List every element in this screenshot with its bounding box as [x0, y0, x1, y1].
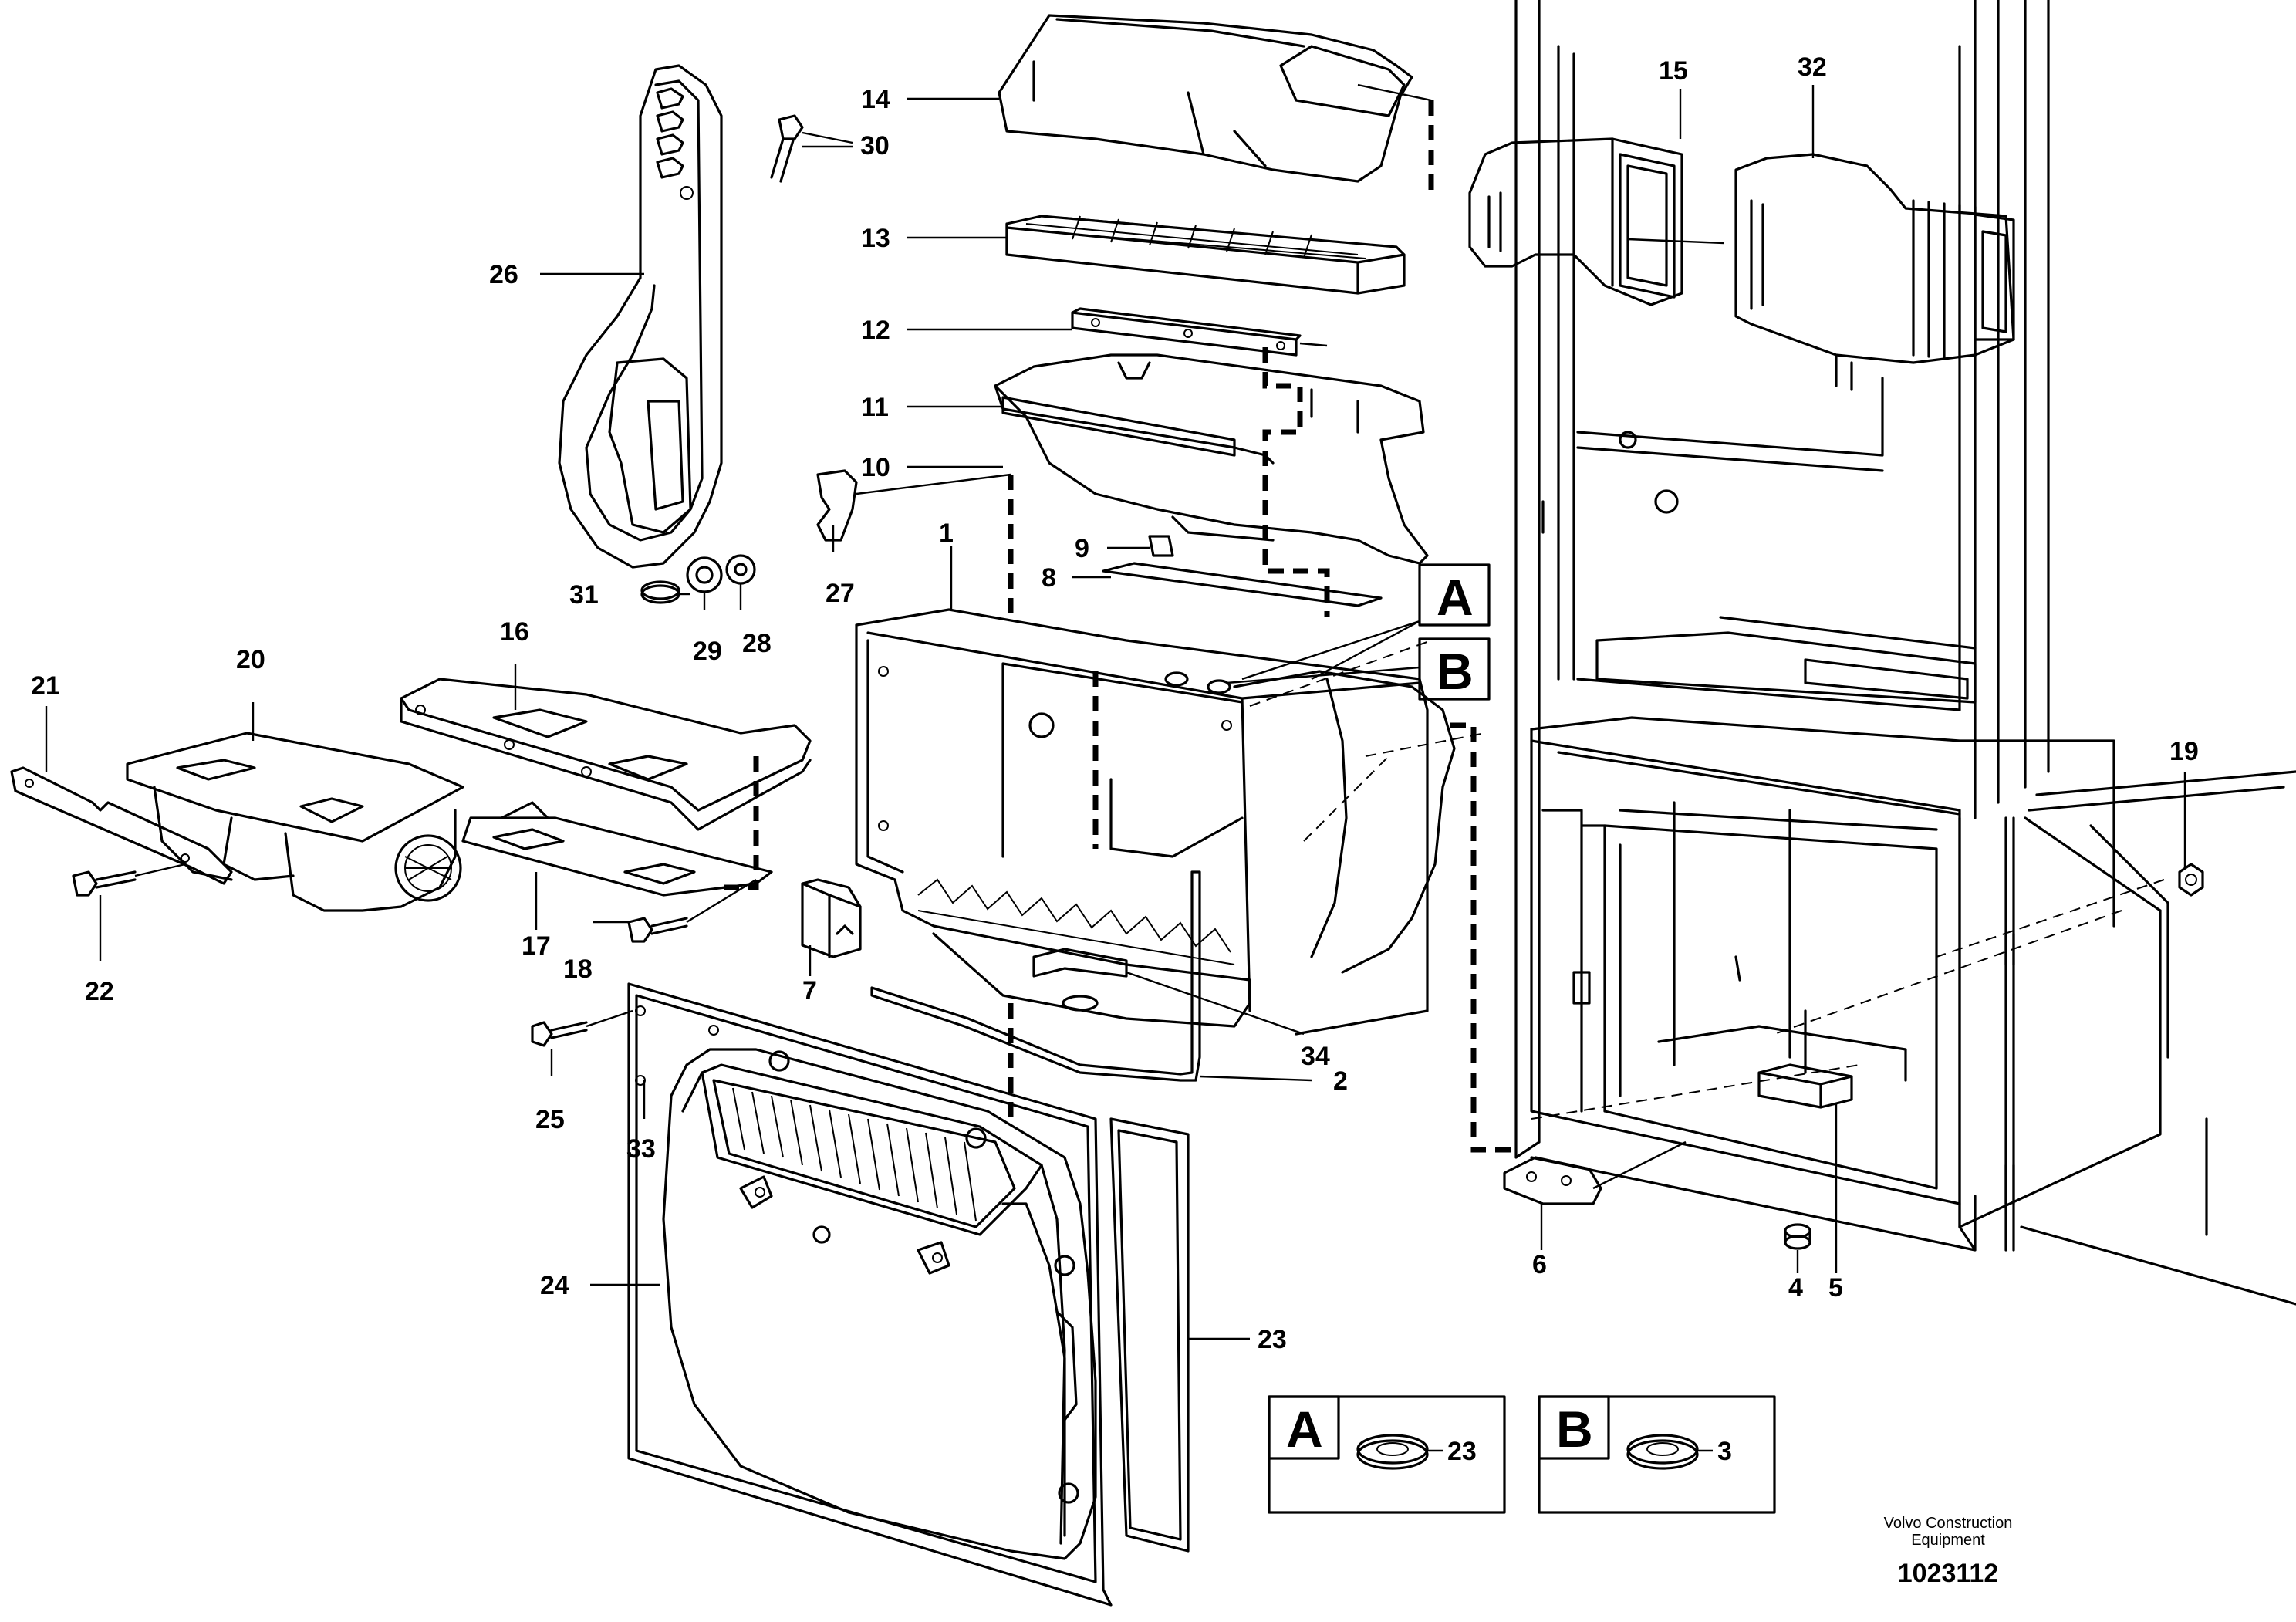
cab-frame [1514, 0, 2296, 1306]
callout-18: 18 [563, 955, 593, 984]
callout-13: 13 [861, 224, 890, 253]
callout-25: 25 [535, 1105, 565, 1134]
part-21-strip [10, 766, 233, 885]
detail-box-b: B 3 [1538, 1395, 1776, 1514]
part-32-bellows-duct [1734, 153, 2015, 391]
part-17-bottom-plate [461, 801, 773, 897]
callout-24: 24 [540, 1271, 569, 1300]
part-29-nut [686, 556, 723, 593]
callout-9: 9 [1075, 534, 1089, 563]
drawing-number: 1023112 [1898, 1559, 1999, 1588]
part-24-front-panel [662, 1048, 1097, 1560]
callout-leader-lines [45, 85, 2186, 1340]
callout-10: 10 [861, 453, 890, 482]
part-28-washer [725, 554, 756, 585]
part-23-gasket [1109, 1117, 1190, 1553]
part-2-hose [870, 870, 1312, 1082]
callout-27: 27 [826, 579, 855, 608]
part-6-bracket [1503, 1140, 1687, 1205]
part-1-heater-box [855, 608, 1456, 1036]
part-31-grommet [640, 580, 680, 604]
part-16-cover-plate [400, 678, 812, 831]
callout-31: 31 [569, 580, 599, 610]
callout-5: 5 [1828, 1273, 1843, 1303]
detail-b-letter: B [1556, 1401, 1593, 1458]
part-33-frame-plate [627, 982, 1113, 1607]
washer-icon [1626, 1439, 1699, 1470]
callout-21: 21 [31, 671, 60, 701]
flag-b-letter: B [1437, 643, 1474, 700]
part-34-seal-strip [1032, 948, 1305, 1036]
callout-1: 1 [939, 519, 954, 548]
part-5-pad [1757, 1009, 1853, 1109]
detail-flag-b: B [1418, 637, 1491, 701]
callout-19: 19 [2169, 737, 2199, 766]
part-12-strip [1071, 307, 1328, 357]
part-11-housing-tray [994, 353, 1429, 565]
callout-30: 30 [860, 131, 890, 161]
callout-6: 6 [1532, 1250, 1547, 1279]
detail-b-part-number: 3 [1717, 1437, 1732, 1466]
callout-4: 4 [1788, 1273, 1803, 1303]
company-name-line1: Volvo Construction [1884, 1515, 2013, 1532]
detail-box-a: A 23 [1268, 1395, 1506, 1514]
part-14-upper-duct-cover [998, 14, 1413, 183]
callout-7: 7 [802, 976, 817, 1005]
callout-11: 11 [861, 393, 889, 422]
callout-32: 32 [1798, 52, 1827, 82]
callout-33: 33 [626, 1134, 656, 1164]
detail-flag-a: A [1418, 563, 1491, 627]
part-20-fan-assembly [126, 732, 464, 912]
drawing-footer: Volvo Construction Equipment 1023112 [1884, 1515, 2013, 1588]
callout-28: 28 [742, 629, 772, 658]
callout-8: 8 [1042, 563, 1056, 593]
callout-14: 14 [861, 85, 890, 114]
washer-icon [1356, 1439, 1429, 1470]
callout-23: 23 [1258, 1325, 1287, 1354]
callout-34: 34 [1301, 1042, 1330, 1071]
part-27-bracket [816, 469, 1011, 542]
company-name-line2: Equipment [1911, 1532, 1985, 1549]
callout-17: 17 [522, 931, 551, 961]
part-8-gasket [1102, 562, 1383, 607]
part-30-screw [770, 114, 853, 183]
callout-26: 26 [489, 260, 518, 289]
part-19-nut [2178, 863, 2204, 897]
part-15-duct-elbow [1357, 83, 1725, 306]
callout-22: 22 [85, 977, 114, 1006]
part-22-screw [72, 863, 186, 897]
part-9-clip [1148, 535, 1174, 557]
callout-numbers: 1 2 4 5 6 7 8 9 10 11 12 13 14 15 16 17 … [31, 52, 2199, 1354]
part-7-block [801, 878, 862, 958]
part-26-side-duct [558, 64, 723, 569]
flag-a-letter: A [1437, 569, 1474, 626]
part-4-grommet [1784, 1223, 1811, 1250]
callout-20: 20 [236, 645, 265, 674]
part-25-screw [531, 1009, 633, 1047]
callout-15: 15 [1659, 56, 1688, 86]
detail-a-letter: A [1286, 1401, 1323, 1458]
part-18-screw [627, 878, 757, 943]
callout-12: 12 [861, 316, 890, 345]
part-13-filter [1005, 215, 1406, 295]
callout-2: 2 [1333, 1066, 1348, 1096]
callout-29: 29 [693, 637, 722, 666]
detail-a-part-number: 23 [1447, 1437, 1477, 1466]
callout-16: 16 [500, 617, 529, 647]
